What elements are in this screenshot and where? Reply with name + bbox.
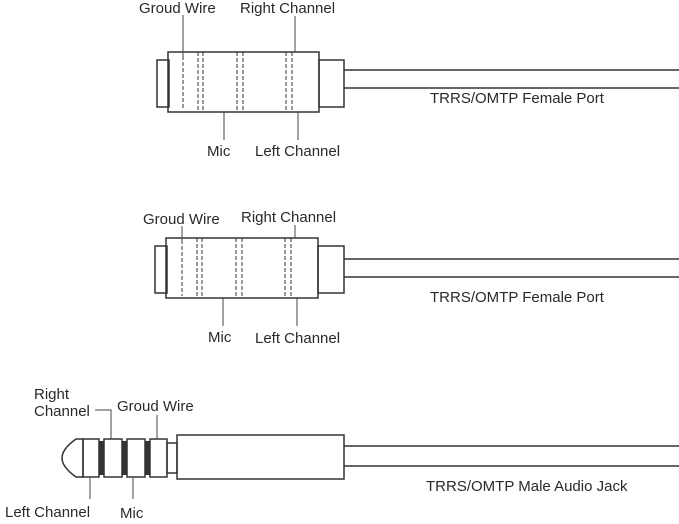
jack-ring-1 [103,438,123,478]
jack-mic-label: Mic [120,505,144,522]
jack-caption: TRRS/OMTP Male Audio Jack [426,478,628,495]
port-2-collar [317,245,345,294]
port-1-right-label: Right Channel [240,0,335,17]
port-2-back-cap [154,245,168,294]
port-2-left-label: Left Channel [255,330,340,347]
jack-right-leader [95,409,112,439]
jack-left-label: Left Channel [5,504,90,521]
jack-insulator-ring-3 [145,441,150,475]
jack-tip-section [82,438,100,478]
jack-sleeve [149,438,168,478]
male-jack-diagram: Right Channel Groud Wire Mic Left Channe… [5,386,679,522]
jack-insulator-ring-1 [99,441,104,475]
port-1-ground-label: Groud Wire [139,0,216,17]
jack-right-label-line2: Channel [34,403,90,420]
jack-ring-2 [126,438,146,478]
port-1-left-label: Left Channel [255,143,340,160]
port-1-collar [318,59,345,108]
port-1-back-cap [156,59,170,108]
jack-ground-label: Groud Wire [117,398,194,415]
jack-neck [166,442,178,474]
female-port-diagram-1: Groud Wire Right Channel Mic Left Channe… [139,0,679,160]
jack-body [176,434,345,480]
female-port-diagram-2: Groud Wire Right Channel Mic Left Channe… [143,209,679,347]
jack-right-label-line1: Right [34,386,70,403]
jack-tip [61,438,84,478]
jack-insulator-ring-2 [122,441,127,475]
port-1-mic-label: Mic [207,143,231,160]
port-2-mic-label: Mic [208,329,232,346]
port-2-ground-label: Groud Wire [143,211,220,228]
port-2-caption: TRRS/OMTP Female Port [430,289,605,306]
port-2-right-label: Right Channel [241,209,336,226]
port-1-caption: TRRS/OMTP Female Port [430,90,605,107]
